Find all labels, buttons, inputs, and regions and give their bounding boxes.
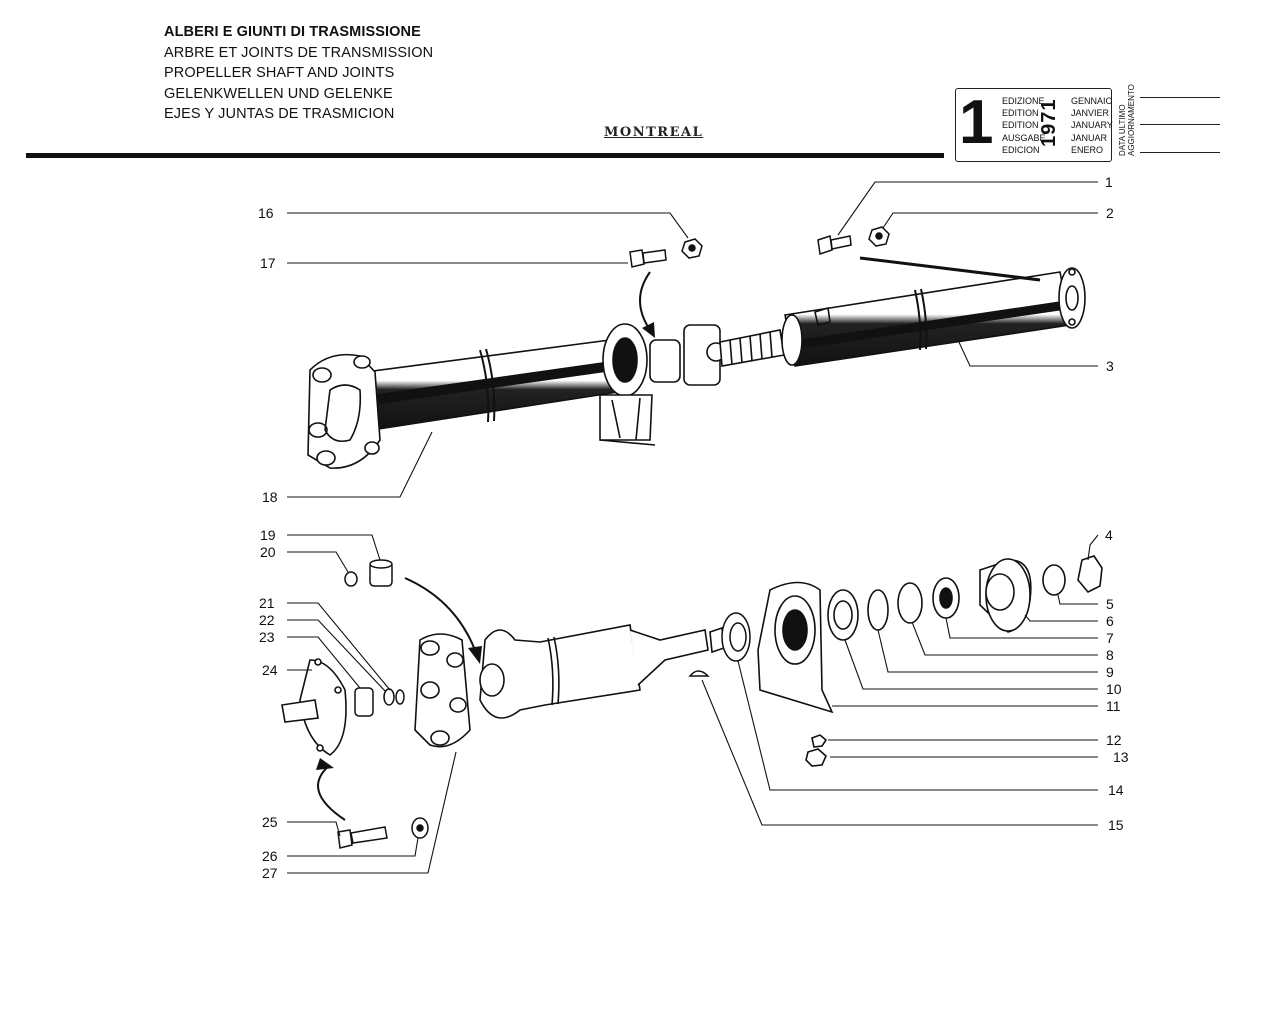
upper-arrows (639, 256, 1041, 338)
edition-label: EDIZIONE (1002, 96, 1045, 106)
callout-23: 23 (259, 629, 275, 645)
title-spanish: EJES Y JUNTAS DE TRASMICION (164, 106, 395, 122)
callout-24: 24 (262, 662, 278, 678)
lower-flange-and-nuts (805, 555, 1103, 767)
callout-8: 8 (1106, 647, 1114, 663)
title-german: GELENKWELLEN UND GELENKE (164, 85, 393, 102)
callout-22: 22 (259, 612, 275, 628)
callout-3: 3 (1106, 358, 1114, 374)
callout-25: 25 (262, 814, 278, 830)
callout-10: 10 (1106, 681, 1122, 697)
header-rule (26, 153, 944, 158)
edition-month: JANUARY (1071, 120, 1113, 131)
update-line (1140, 97, 1220, 98)
callout-20: 20 (260, 544, 276, 560)
callout-2: 2 (1106, 205, 1114, 221)
flexible-joint-front (307, 353, 381, 469)
rear-flange (1058, 267, 1086, 329)
callout-5: 5 (1106, 596, 1114, 612)
callout-4: 4 (1105, 527, 1113, 543)
callout-14: 14 (1108, 782, 1124, 798)
lower-small-parts (337, 559, 751, 849)
universal-joint (649, 324, 785, 386)
model-name: MONTREAL (604, 125, 704, 140)
edition-labels: EDIZIONE EDITION EDITION AUSGABE EDICION (1002, 95, 1046, 156)
edition-label: EDITION (1002, 120, 1039, 131)
callout-18: 18 (262, 489, 278, 505)
title-italian: ALBERI E GIUNTI DI TRASMISSIONE (164, 24, 421, 40)
edition-month: GENNAIO (1071, 96, 1113, 106)
edition-number: 1 (959, 88, 994, 157)
update-line (1140, 152, 1220, 153)
lower-shaft-stub (479, 624, 725, 719)
edition-month: JANVIER (1071, 108, 1110, 119)
lower-flange-plate (281, 658, 347, 756)
callout-13: 13 (1113, 749, 1129, 765)
edition-label: EDICION (1002, 144, 1040, 155)
callout-12: 12 (1106, 732, 1122, 748)
callout-27: 27 (262, 865, 278, 881)
callout-15: 15 (1108, 817, 1124, 833)
title-block: ALBERI E GIUNTI DI TRASMISSIONE ARBRE ET… (164, 22, 433, 125)
callout-11: 11 (1106, 698, 1121, 714)
lower-flexible-joint (414, 633, 471, 748)
update-line (1140, 124, 1220, 125)
edition-label: AUSGABE (1002, 132, 1046, 143)
callout-16: 16 (258, 205, 274, 221)
upper-bolts (629, 226, 890, 268)
lower-bearing-support (757, 577, 960, 714)
callout-6: 6 (1106, 613, 1114, 629)
callout-1: 1 (1105, 174, 1113, 190)
edition-month: ENERO (1071, 144, 1104, 155)
title-french: ARBRE ET JOINTS DE TRANSMISSION (164, 44, 434, 61)
edition-months: GENNAIO JANVIER JANUARY JANUAR ENERO (1071, 95, 1113, 156)
callout-numbers: 1 2 3 4 5 6 7 8 9 10 11 12 13 14 15 16 1… (258, 174, 1129, 881)
callout-17: 17 (260, 255, 276, 271)
title-english: PROPELLER SHAFT AND JOINTS (164, 65, 395, 81)
edition-box: 1 EDIZIONE EDITION EDITION AUSGABE EDICI… (955, 88, 1113, 162)
leader-lines (287, 181, 1099, 874)
lower-arrows (316, 577, 482, 821)
front-propeller-shaft (364, 339, 619, 431)
callout-26: 26 (262, 848, 278, 864)
callout-21: 21 (259, 595, 275, 611)
center-support-bearing (599, 323, 656, 446)
edition-month: JANUAR (1071, 132, 1108, 143)
rear-propeller-shaft (781, 271, 1071, 367)
callout-7: 7 (1106, 630, 1114, 646)
edition-label: EDITION (1002, 108, 1039, 119)
callout-9: 9 (1106, 664, 1114, 680)
callout-19: 19 (260, 527, 276, 543)
